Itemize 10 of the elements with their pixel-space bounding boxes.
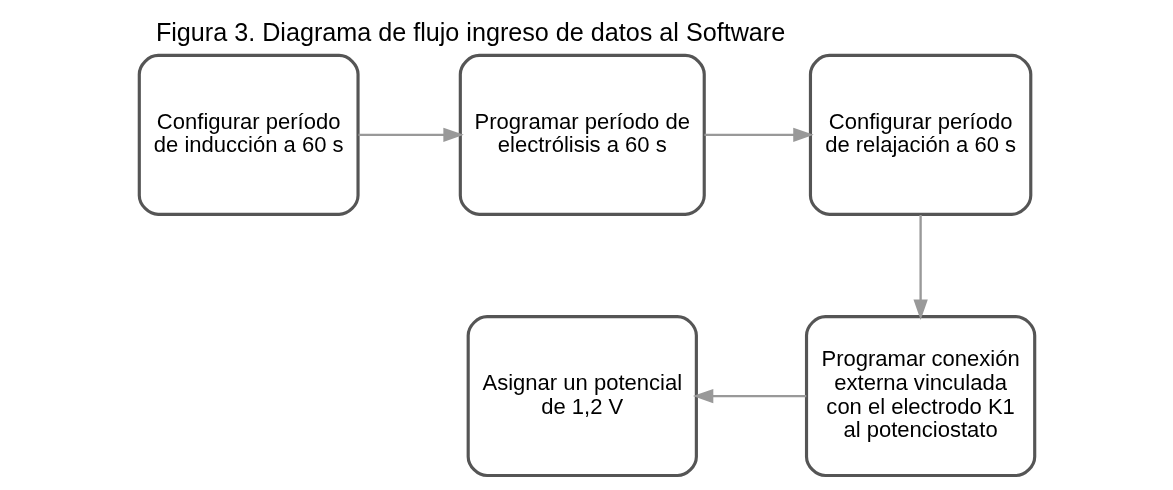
diagram-title: Figura 3. Diagrama de flujo ingreso de datos al Software xyxy=(155,17,785,46)
node-box: Configurar período de inducción a 60 s xyxy=(137,53,360,216)
arrow xyxy=(357,127,464,142)
arrow xyxy=(912,215,928,321)
arrow xyxy=(692,388,806,404)
node-box: Asignar un potencial de 1,2 V xyxy=(466,315,698,478)
arrow xyxy=(703,127,814,142)
node-box: Programar período de electrólisis a 60 s xyxy=(458,53,706,216)
node-box: Configurar período de relajación a 60 s xyxy=(808,53,1032,216)
node-box: Programar conexión externa vinculada con el electrodo K1 al potenciostato xyxy=(804,315,1036,478)
